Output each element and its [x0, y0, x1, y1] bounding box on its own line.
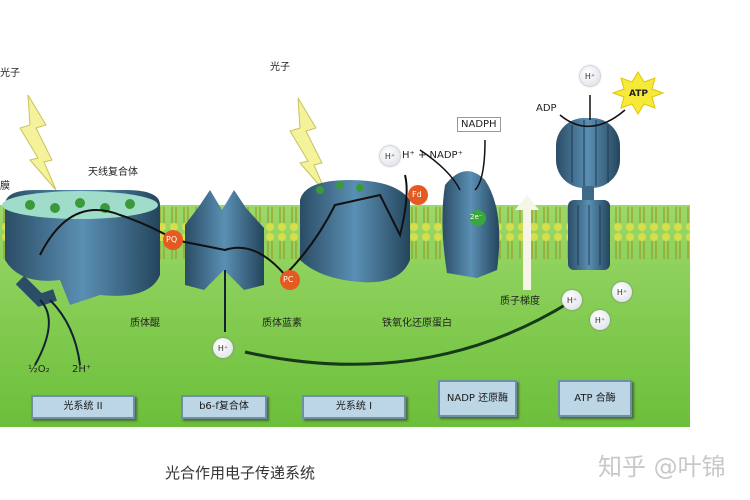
photon-bolt-left	[19, 94, 57, 191]
label-membrane: 膜	[0, 181, 10, 192]
fd-carrier	[408, 185, 428, 205]
h-ion-gradient-2: H⁺	[612, 282, 632, 302]
label-ferredoxin: 铁氧化还原蛋白	[382, 318, 452, 329]
component-photosystem-i: 光系统 I	[302, 395, 406, 419]
label-proton-gradient: 质子梯度	[500, 296, 540, 307]
label-half-o2: ½O₂	[28, 364, 50, 375]
h-ion-top: H⁺	[580, 66, 600, 86]
photosystem-i-shape	[300, 180, 410, 283]
label-antenna-complex: 天线复合体	[88, 167, 138, 178]
label-pq: PQ	[166, 235, 178, 244]
label-h-nadp: H⁺ + NADP⁺	[402, 150, 463, 161]
label-plastocyanin: 质体蓝素	[262, 318, 302, 329]
component-nadp-reductase: NADP 还原酶	[438, 380, 517, 417]
component-atp-synthase: ATP 合酶	[558, 380, 632, 417]
pq-carrier	[163, 230, 183, 250]
b6f-complex-shape	[185, 190, 264, 290]
h-ion-lumen: H⁺	[213, 338, 233, 358]
label-adp: ADP	[536, 103, 557, 114]
label-photon-left: 光子	[0, 68, 20, 79]
proton-gradient-arrow	[515, 195, 539, 290]
label-nadph: NADPH	[457, 117, 501, 132]
two-e-marker	[470, 210, 486, 226]
pc-carrier	[280, 270, 300, 290]
figure-caption: 光合作用电子传递系统	[165, 464, 316, 482]
atp-starburst	[611, 71, 665, 115]
adp-atp-arrow	[559, 95, 626, 128]
proton-return-arrow	[244, 300, 571, 366]
atp-synthase-head	[556, 118, 620, 188]
photosystem-ii-shape	[5, 190, 160, 305]
label-pc: PC	[283, 275, 294, 284]
nadp-reductase-shape	[442, 171, 500, 278]
h-ion-gradient-3: H⁺	[590, 310, 610, 330]
component-photosystem-ii: 光系统 II	[31, 395, 135, 419]
label-photon-center: 光子	[270, 62, 290, 73]
label-plastoquinone: 质体醌	[130, 318, 160, 329]
h-ion-gradient-1: H⁺	[562, 290, 582, 310]
water-split-arrows	[34, 299, 81, 366]
component-b6f-complex: b6-f复合体	[181, 395, 267, 419]
label-2h: 2H⁺	[72, 364, 92, 375]
photon-bolt-center	[289, 97, 327, 194]
watermark: 知乎 @叶锦	[598, 453, 726, 481]
label-2e: 2e⁻	[470, 213, 483, 221]
label-fd: Fd	[412, 190, 422, 199]
electron-flow-path	[39, 174, 408, 277]
nadph-arrow	[419, 139, 486, 191]
h-ion-nadp: H⁺	[380, 146, 400, 166]
label-atp: ATP	[629, 89, 649, 99]
atp-synthase-stalk	[582, 186, 594, 202]
